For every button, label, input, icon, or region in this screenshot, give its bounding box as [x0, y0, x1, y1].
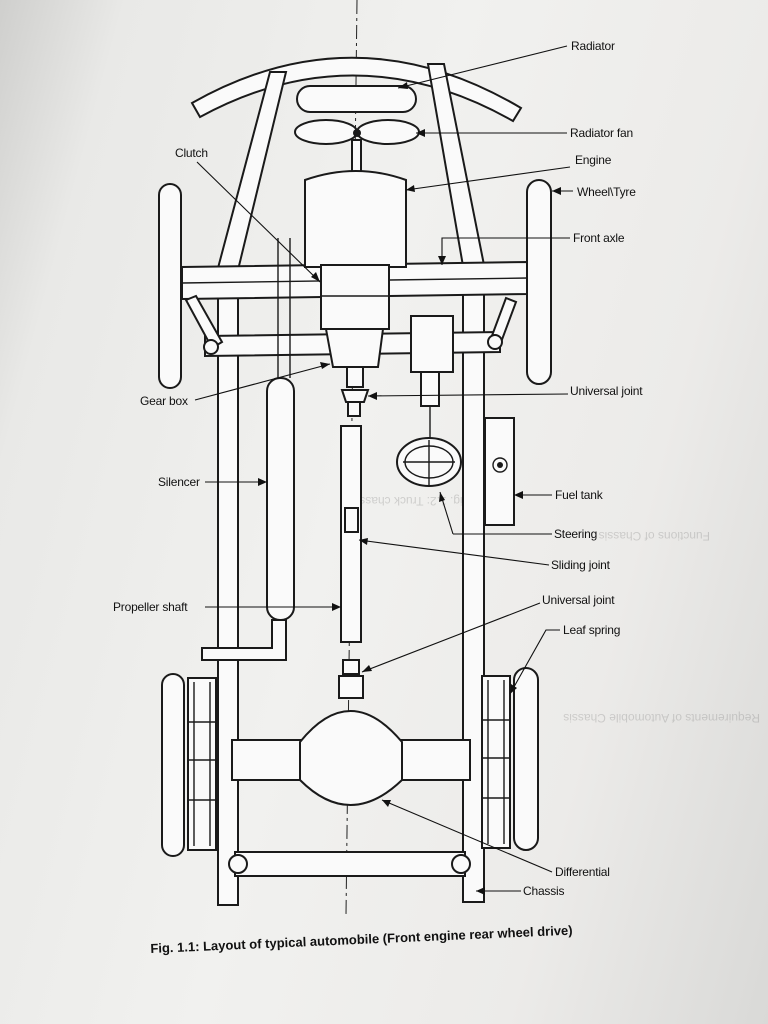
silencer	[266, 377, 295, 621]
rear-universal-joint	[342, 659, 360, 675]
label-universal-joint-2: Universal joint	[542, 593, 615, 607]
label-wheel-tyre: Wheel\Tyre	[577, 185, 636, 199]
label-silencer: Silencer	[158, 475, 200, 489]
fuel-cap-center	[497, 462, 503, 468]
left-suspension-arm	[184, 294, 224, 350]
steering-column	[420, 371, 440, 407]
label-leaf-spring: Leaf spring	[563, 623, 620, 637]
gearbox-output	[346, 366, 364, 388]
label-fuel-tank: Fuel tank	[555, 488, 604, 502]
bleed-text-2: Requirements of Automobile Chassis	[563, 711, 760, 725]
label-radiator: Radiator	[571, 39, 615, 53]
tail-pipe	[201, 619, 287, 661]
label-gear-box: Gear box	[140, 394, 188, 408]
label-differential: Differential	[555, 865, 610, 879]
radiator-fan	[294, 119, 420, 145]
label-chassis: Chassis	[523, 884, 564, 898]
bleed-text-1: Functions of Chassis	[599, 529, 710, 543]
engine	[304, 170, 407, 268]
leader-lines	[194, 45, 573, 895]
rear-uj-body	[338, 675, 364, 699]
front-universal-joint	[340, 389, 370, 403]
label-propeller-shaft: Propeller shaft	[113, 600, 188, 614]
fan-shaft	[351, 139, 362, 173]
label-steering: Steering	[554, 527, 597, 541]
left-leaf-spring	[187, 677, 217, 851]
rear-right-wheel	[513, 667, 539, 851]
figure-caption: Fig. 1.1: Layout of typical automobile (…	[150, 923, 573, 956]
front-left-wheel	[158, 183, 182, 389]
clutch-housing	[320, 264, 390, 330]
front-right-wheel	[526, 179, 552, 385]
label-sliding-joint: Sliding joint	[551, 558, 611, 572]
gear-box	[324, 328, 385, 368]
fuel-cap	[492, 457, 508, 473]
right-kingpin	[487, 334, 503, 350]
label-clutch: Clutch	[175, 146, 208, 160]
bleed-text-3: Fig. 1.2: Truck chassis	[351, 494, 470, 508]
steering-wheel	[396, 437, 462, 487]
right-leaf-spring	[481, 675, 511, 849]
radiator	[296, 85, 417, 113]
differential	[299, 710, 403, 806]
rear-left-mount	[228, 854, 248, 874]
front-uj-yoke	[347, 401, 361, 417]
label-front-axle: Front axle	[573, 231, 625, 245]
sliding-joint	[344, 507, 359, 533]
label-radiator-fan: Radiator fan	[570, 126, 633, 140]
label-universal-joint-1: Universal joint	[570, 384, 643, 398]
rear-left-wheel	[161, 673, 185, 857]
rear-cross-bar	[234, 851, 466, 877]
propeller-shaft	[340, 425, 362, 643]
left-kingpin	[203, 339, 219, 355]
label-engine: Engine	[575, 153, 612, 167]
rear-right-mount	[451, 854, 471, 874]
steering-box	[410, 315, 454, 373]
